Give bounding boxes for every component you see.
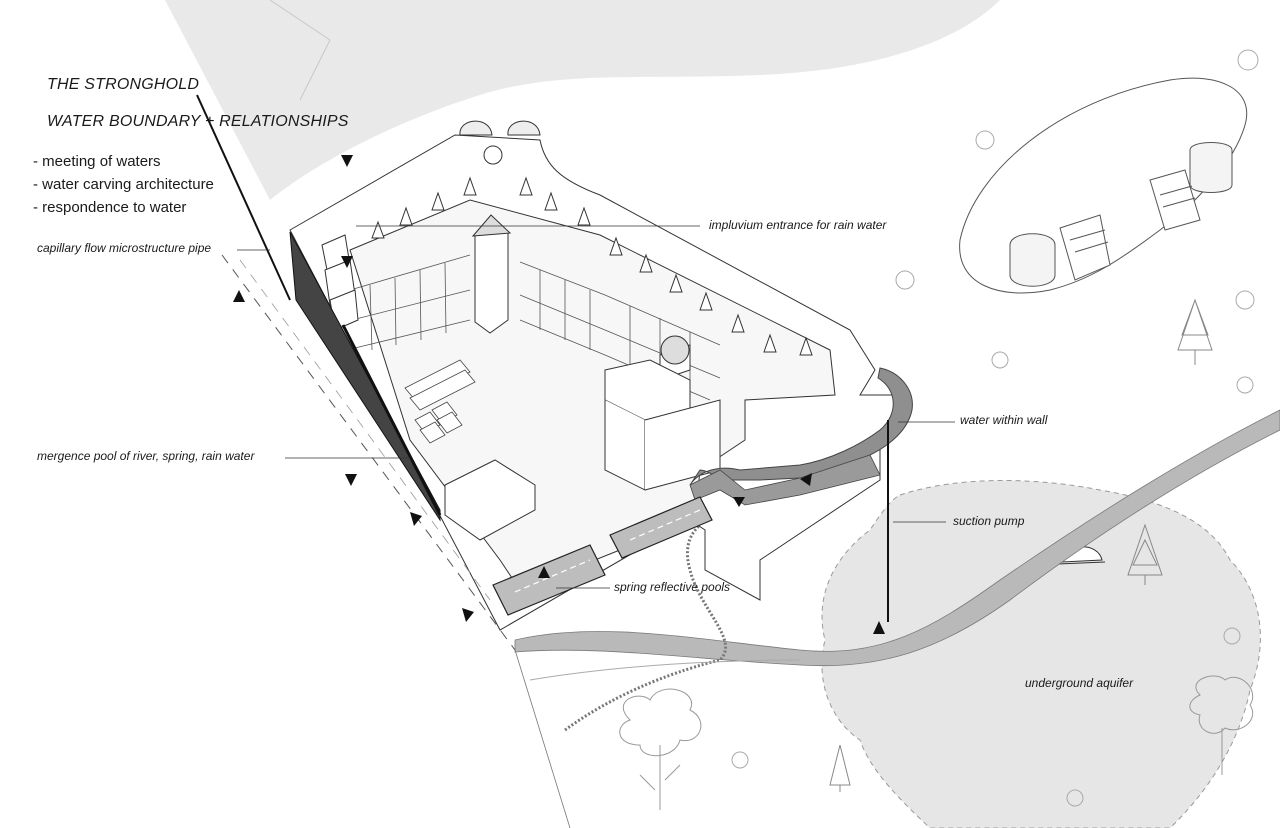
label-impluvium: impluvium entrance for rain water — [709, 218, 887, 232]
conifer-tree-2 — [1127, 523, 1163, 585]
label-spring-pools: spring reflective pools — [614, 580, 731, 594]
bullet-respondence: - respondence to water — [33, 199, 187, 216]
plot-boundary — [514, 649, 571, 828]
boundary-dash-1 — [221, 254, 516, 651]
section-markers — [233, 155, 885, 634]
water-within-wall — [689, 367, 913, 486]
bullet-water-carving: - water carving architecture — [33, 176, 214, 193]
conifer-tree-1 — [1177, 298, 1213, 365]
shrubs — [731, 49, 1259, 807]
ridge-line — [269, 0, 331, 101]
stronghold-building — [289, 120, 907, 631]
water-channel — [689, 454, 881, 506]
conifer-tree-3 — [829, 744, 851, 792]
label-capillary: capillary flow microstructure pipe — [37, 241, 212, 255]
river-channel — [514, 409, 1280, 667]
boundary-dash-2 — [239, 259, 491, 601]
deciduous-tree-1 — [619, 688, 702, 810]
path-lines — [529, 659, 801, 681]
label-suction-pump: suction pump — [953, 514, 1025, 528]
label-aquifer: underground aquifer — [1025, 676, 1134, 690]
bullet-meeting-of-waters: - meeting of waters — [33, 153, 161, 170]
spring-reflective-pools — [492, 496, 713, 616]
title-line-2: WATER BOUNDARY + RELATIONSHIPS — [47, 113, 349, 130]
title-line-1: THE STRONGHOLD — [47, 76, 200, 93]
aquifer-area — [821, 480, 1261, 828]
mergence-line — [341, 324, 442, 516]
label-mergence: mergence pool of river, spring, rain wat… — [37, 449, 255, 463]
deciduous-tree-2 — [1189, 675, 1254, 775]
label-water-within-wall: water within wall — [960, 413, 1048, 427]
leader-lines — [237, 225, 955, 589]
ground-shade-top — [165, 0, 1000, 200]
bunker-building — [959, 77, 1248, 294]
title-rule — [196, 94, 291, 301]
